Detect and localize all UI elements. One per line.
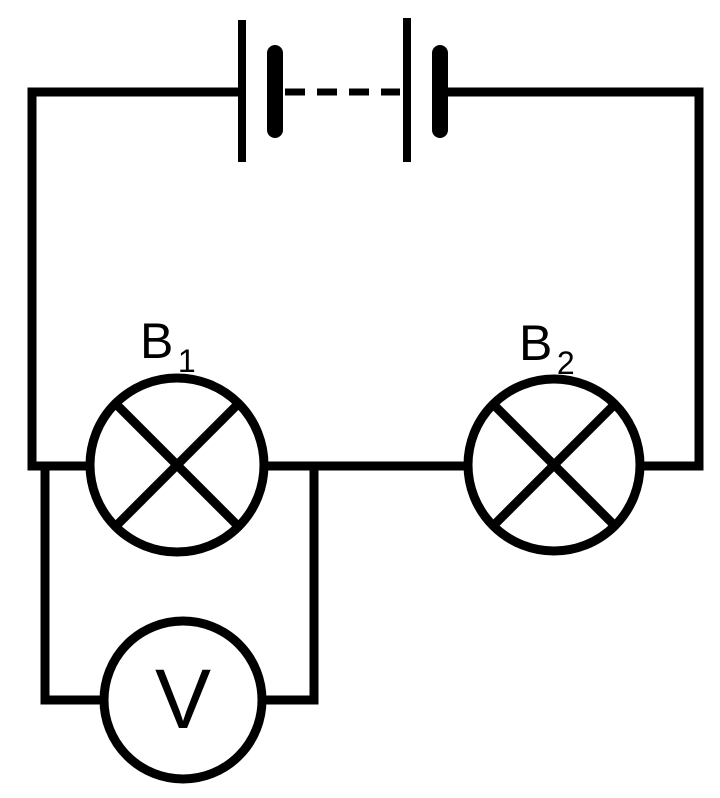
wire-top-right: [448, 87, 704, 471]
bulb-b1-label: B 1: [140, 313, 196, 379]
bulb-b2: [463, 374, 645, 556]
bulb-b1-cross-b: [112, 400, 242, 530]
wire-voltmeter-right: [264, 466, 319, 705]
bulb-b2-label: B 2: [519, 315, 575, 381]
bulb-b2-circle: [463, 374, 645, 556]
voltmeter-symbol: V: [155, 652, 211, 746]
bulb-b1: [85, 373, 269, 557]
battery: [238, 18, 448, 162]
voltmeter: V: [99, 616, 267, 784]
bulb-b1-label-letter: B: [140, 313, 173, 369]
wire-top-left: [27, 87, 242, 471]
wire-voltmeter-left: [40, 466, 104, 705]
bulb-b2-label-letter: B: [519, 315, 552, 371]
voltmeter-circle: [99, 616, 267, 784]
bulb-b1-label-subscript: 1: [178, 343, 196, 379]
wires: [27, 87, 704, 705]
bulb-b2-cross-b: [489, 400, 619, 530]
bulb-b2-label-subscript: 2: [557, 345, 575, 381]
bulb-b1-circle: [85, 373, 269, 557]
